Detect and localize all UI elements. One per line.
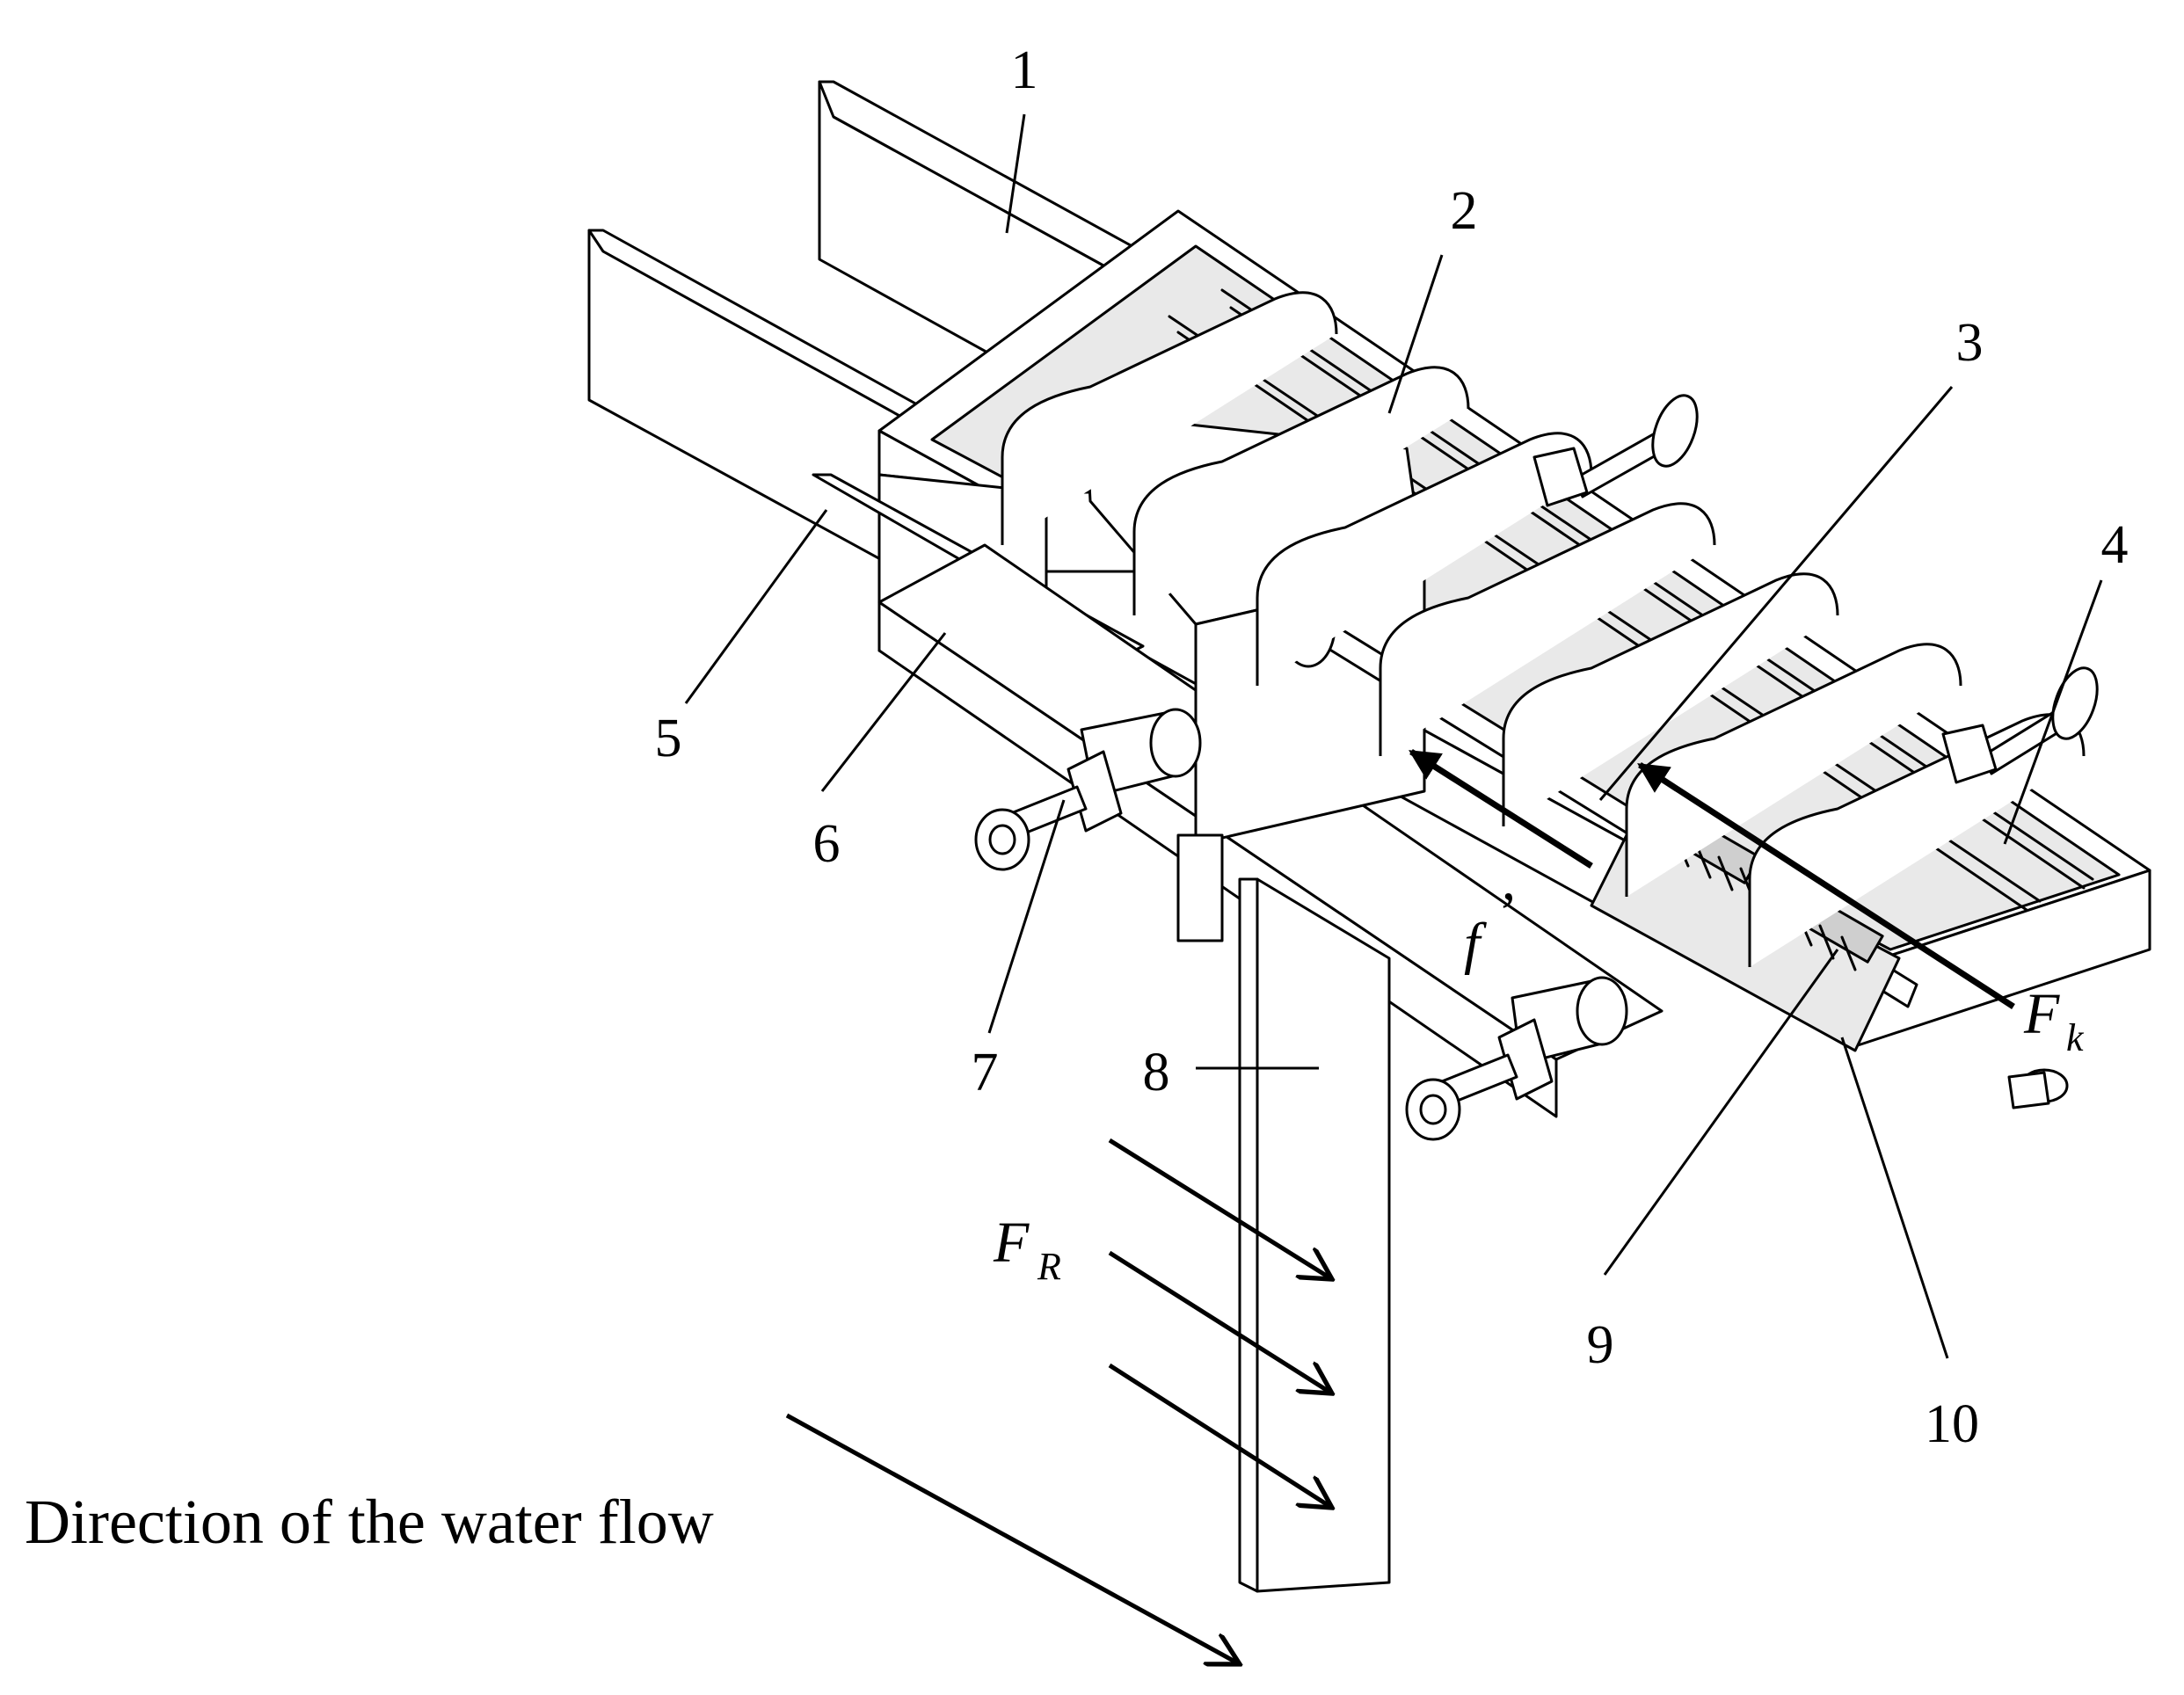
label-3: 3 <box>1956 313 1984 373</box>
part-labels: 1 2 3 4 5 6 7 8 9 10 <box>655 40 2129 1454</box>
svg-text:’: ’ <box>1495 881 1514 945</box>
label-2: 2 <box>1451 181 1478 241</box>
force-symbol-FR: F R <box>993 1211 1061 1288</box>
bolt-lower-front <box>1405 976 1628 1141</box>
water-flow-caption: Direction of the water flow <box>25 1487 714 1557</box>
svg-text:k: k <box>2066 1016 2085 1059</box>
water-flow-arrow <box>785 1413 1240 1664</box>
label-5: 5 <box>655 709 682 768</box>
label-4: 4 <box>2101 515 2129 575</box>
label-8: 8 <box>1143 1043 1170 1102</box>
svg-text:F: F <box>993 1211 1030 1275</box>
bolt-7 <box>974 708 1202 871</box>
leader-lines <box>684 113 2103 1359</box>
force-arrows-FR <box>1108 1138 1332 1508</box>
svg-text:R: R <box>1037 1245 1061 1288</box>
label-9: 9 <box>1587 1315 1614 1375</box>
wire-arches-2 <box>1001 291 2086 967</box>
label-10: 10 <box>1925 1394 1979 1454</box>
bolt-back-upper <box>1532 394 1699 507</box>
force-arrow-f-prime <box>1409 749 1593 869</box>
label-7: 7 <box>972 1043 999 1102</box>
force-arrow-Fk <box>1637 762 2015 1009</box>
label-6: 6 <box>813 814 841 874</box>
force-symbol-Fk: F k <box>2023 982 2085 1059</box>
blade-8 <box>1176 833 1391 1593</box>
svg-text:F: F <box>2023 982 2060 1046</box>
label-1: 1 <box>1011 40 1038 100</box>
